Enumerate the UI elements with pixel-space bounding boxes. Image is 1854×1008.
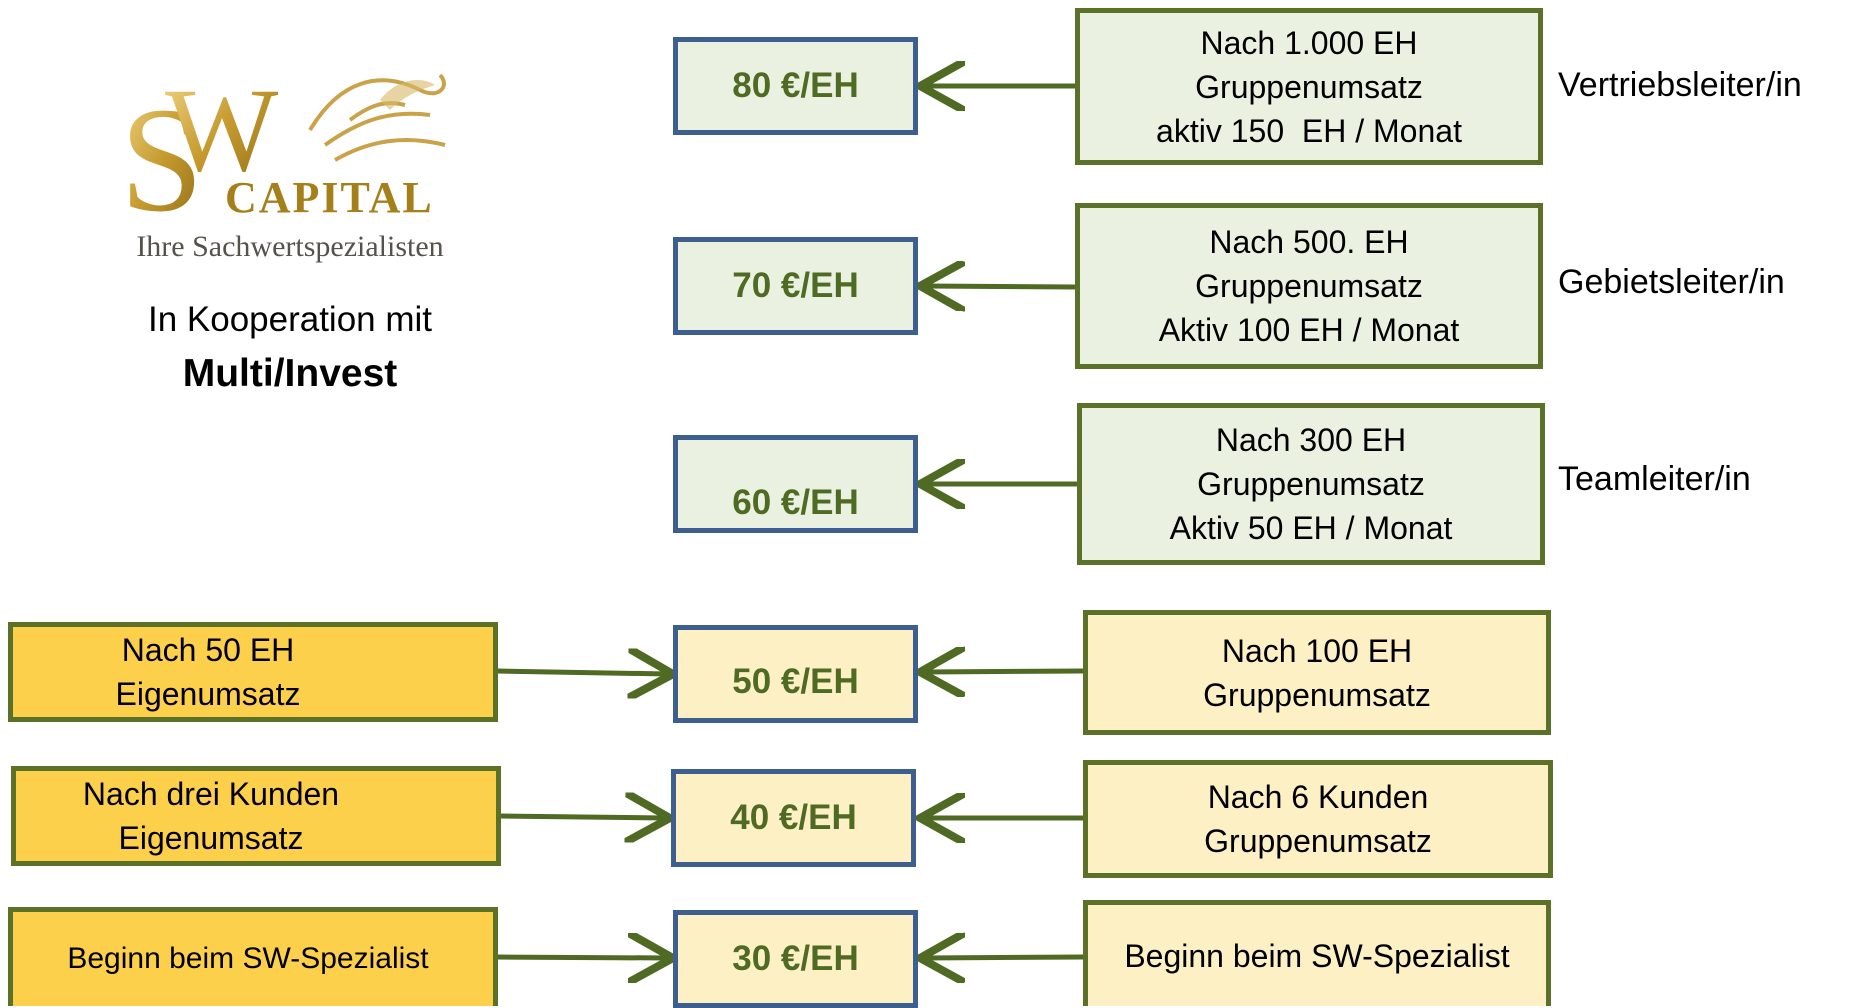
rate-box-30: 30 €/EH	[673, 910, 918, 1008]
condition-line: Gruppenumsatz	[1204, 823, 1432, 859]
condition-line: aktiv 150 EH / Monat	[1156, 112, 1462, 149]
rate-box-80: 80 €/EH	[673, 37, 918, 135]
condition-line: Gruppenumsatz	[1203, 676, 1431, 713]
svg-text:W: W	[165, 63, 279, 196]
own-line: Eigenumsatz	[115, 676, 301, 712]
own-line: Nach 50 EH	[121, 632, 295, 668]
condition-box-30: Beginn beim SW-Spezialist	[1083, 900, 1551, 1006]
arrow-70	[925, 286, 1076, 287]
logo-capital-text: CAPITAL	[225, 173, 434, 222]
condition-line: Nach 300 EH	[1215, 422, 1407, 458]
title-gebietsleiter: Gebietsleiter/in	[1558, 263, 1785, 301]
arrow-50-right	[925, 671, 1084, 672]
own-box-40: Nach drei Kunden Eigenumsatz	[11, 766, 501, 866]
rate-box-40: 40 €/EH	[671, 769, 916, 867]
cooperation-line1: In Kooperation mit	[147, 300, 433, 339]
condition-line: Nach 500. EH	[1209, 224, 1409, 260]
svg-text:S: S	[120, 77, 203, 230]
condition-box-60: Nach 300 EH Gruppenumsatz Aktiv 50 EH / …	[1077, 403, 1545, 565]
condition-line: Nach 1.000 EH	[1200, 24, 1418, 61]
own-line: Beginn beim SW-Spezialist	[67, 942, 429, 975]
condition-box-80: Nach 1.000 EH Gruppenumsatz aktiv 150 EH…	[1075, 8, 1543, 165]
condition-line: Gruppenumsatz	[1197, 466, 1425, 502]
sw-capital-logo: S W CAPITAL Ihre Sachwertspezialisten	[120, 60, 480, 390]
condition-line: Aktiv 50 EH / Monat	[1169, 510, 1453, 546]
arrow-40-left	[499, 816, 665, 818]
arrow-30-left	[496, 957, 668, 958]
condition-line: Nach 6 Kunden	[1207, 779, 1429, 815]
own-box-50: Nach 50 EH Eigenumsatz	[8, 622, 498, 722]
own-line: Nach drei Kunden	[82, 776, 340, 812]
rate-box-60: 60 €/EH	[673, 435, 918, 533]
own-line: Eigenumsatz	[118, 820, 304, 856]
condition-line: Nach 100 EH	[1221, 632, 1413, 669]
condition-box-40: Nach 6 Kunden Gruppenumsatz	[1083, 760, 1553, 878]
condition-box-50: Nach 100 EH Gruppenumsatz	[1083, 610, 1551, 735]
sw-logo-icon: S W	[120, 63, 446, 243]
own-box-30: Beginn beim SW-Spezialist	[8, 907, 498, 1006]
cooperation-partner: Multi/Invest	[182, 352, 398, 395]
logo-tagline: Ihre Sachwertspezialisten	[136, 230, 444, 263]
condition-box-70: Nach 500. EH Gruppenumsatz Aktiv 100 EH …	[1075, 203, 1543, 369]
rate-box-70: 70 €/EH	[673, 237, 918, 335]
condition-line: Gruppenumsatz	[1195, 268, 1423, 304]
title-vertriebsleiter: Vertriebsleiter/in	[1558, 66, 1802, 104]
rate-box-50: 50 €/EH	[673, 625, 918, 723]
title-teamleiter: Teamleiter/in	[1558, 460, 1751, 498]
condition-line: Gruppenumsatz	[1195, 68, 1423, 105]
condition-line: Aktiv 100 EH / Monat	[1158, 312, 1460, 348]
condition-line: Beginn beim SW-Spezialist	[1124, 937, 1510, 974]
arrow-50-left	[496, 671, 668, 674]
arrow-30-right	[925, 957, 1084, 958]
